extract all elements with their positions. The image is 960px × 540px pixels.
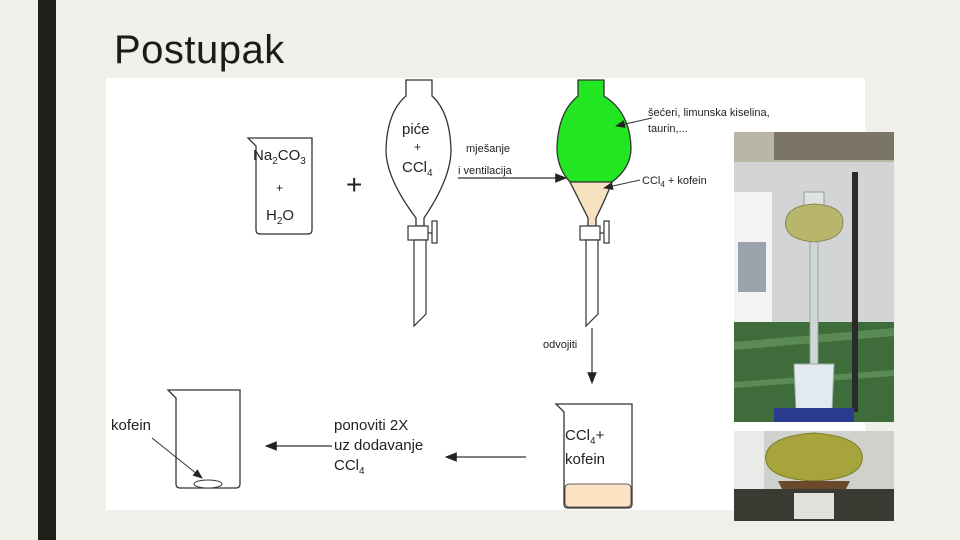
label-upper-layer-2: taurin,... bbox=[648, 123, 688, 135]
accent-bar bbox=[38, 0, 56, 540]
funnel-plus: + bbox=[414, 140, 421, 154]
beaker-plus: + bbox=[276, 181, 283, 195]
step-mixing-line1: mješanje bbox=[466, 143, 510, 155]
funnel-label-pice: piće bbox=[402, 121, 430, 138]
step-mixing-line2: i ventilacija bbox=[458, 165, 513, 177]
step-repeat-line2: uz dodavanje bbox=[334, 437, 423, 454]
label-lower-layer: CCl4 + kofein bbox=[642, 175, 707, 189]
step-repeat-line1: ponoviti 2X bbox=[334, 417, 408, 434]
beaker-sodium-carbonate: Na2CO3 + H2O bbox=[246, 137, 313, 235]
separatory-funnel-right bbox=[556, 79, 632, 328]
result-label-kofein: kofein bbox=[111, 417, 151, 434]
step-separate: odvojiti bbox=[543, 339, 577, 351]
lab-photo-separatory-funnel bbox=[734, 132, 894, 422]
slide-title: Postupak bbox=[114, 28, 285, 72]
lab-photo-yellow-layer bbox=[734, 431, 894, 521]
beaker-label-h2o: H2O bbox=[266, 207, 294, 227]
step-repeat-line3: CCl4 bbox=[334, 457, 365, 477]
funnel-label-ccl4: CCl4 bbox=[402, 159, 433, 179]
plus-sign: + bbox=[346, 169, 362, 200]
beaker-label-na2co3: Na2CO3 bbox=[253, 147, 306, 167]
label-upper-layer-1: šećeri, limunska kiselina, bbox=[648, 107, 770, 119]
beaker-label-ccl4: CCl4+ bbox=[565, 427, 605, 447]
separatory-funnel-left: piće + CCl4 bbox=[385, 79, 452, 328]
beaker-ccl4-caffeine: CCl4+ kofein bbox=[554, 403, 633, 509]
beaker-label-kofein: kofein bbox=[565, 451, 605, 468]
pointer-lower-layer bbox=[603, 179, 641, 190]
pointer-result bbox=[151, 437, 203, 479]
pointer-upper-layer bbox=[615, 117, 653, 128]
beaker-result: kofein bbox=[111, 389, 241, 489]
